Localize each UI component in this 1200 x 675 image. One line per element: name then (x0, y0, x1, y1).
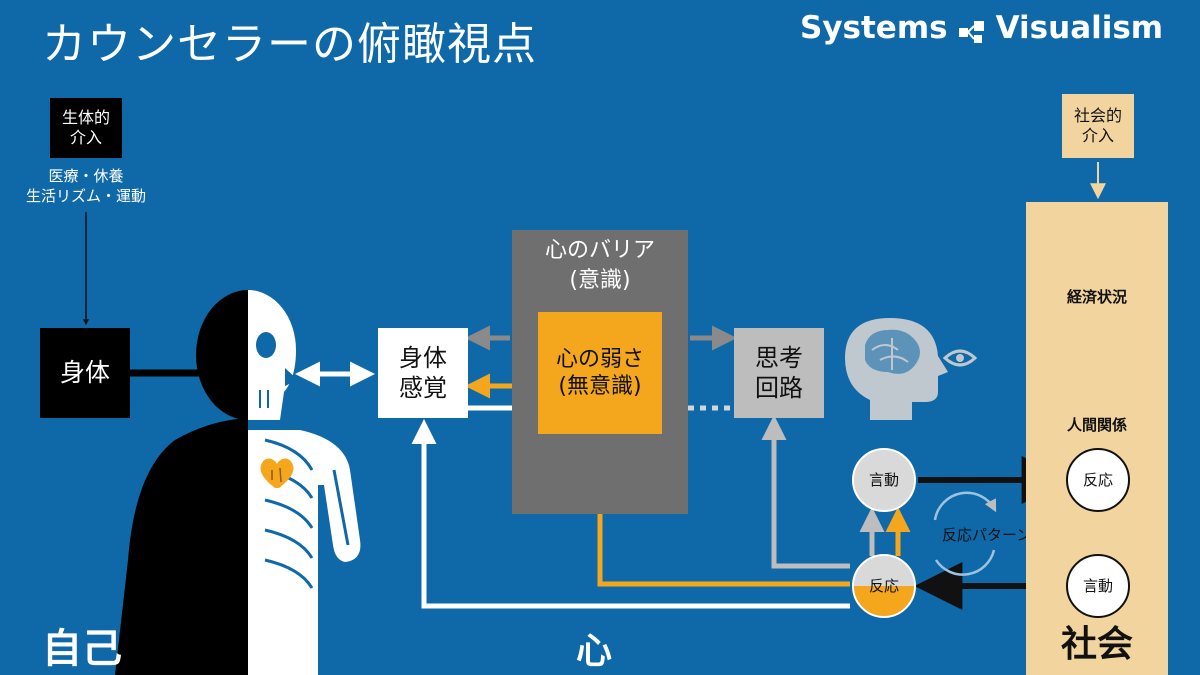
brand-logo: Systems Visualism (800, 10, 1163, 46)
reaction-pattern-label: 反応パターン (942, 526, 1032, 544)
mind-label: 心 (576, 631, 613, 672)
social-intervention-label: 社会的 介入 (1062, 94, 1134, 158)
social-label-line2: 介入 (1081, 126, 1114, 145)
bio-note-line2: 生活リズム・運動 (25, 187, 146, 206)
society-reaction-label: 反応 (1082, 470, 1113, 489)
bio-intervention-note: 医療・休養 生活リズム・運動 (6, 166, 166, 207)
barrier-line2: (意識) (569, 267, 631, 293)
mind-weakness-box: 心の弱さ (無意識) (538, 312, 662, 434)
bio-note-line1: 医療・休養 (48, 167, 124, 185)
self-reaction-label: 反応 (868, 576, 899, 595)
bio-label-line1: 生体的 (61, 108, 110, 127)
weakness-line1: 心の弱さ (555, 346, 644, 372)
heart-icon (260, 458, 294, 488)
eye-icon (942, 349, 978, 367)
thinking-line2: 回路 (755, 374, 803, 402)
bio-intervention-label: 生体的 介入 (50, 98, 122, 158)
society-speech-label: 言動 (1082, 576, 1113, 595)
mind-barrier-label: 心のバリア (意識) (512, 236, 688, 295)
social-label-line1: 社会的 (1073, 106, 1122, 125)
self-label: 自己 (42, 626, 122, 672)
self-speech-circle: 言動 (852, 448, 916, 512)
cycle-icon (933, 491, 997, 576)
bio-label-line2: 介入 (69, 128, 102, 147)
body-box-label: 身体 (59, 358, 110, 388)
brand-word-left: Systems (800, 10, 948, 46)
brand-word-right: Visualism (995, 10, 1164, 46)
society-speech-circle: 言動 (1066, 554, 1130, 618)
body-box: 身体 (40, 328, 130, 418)
body-senses-box: 身体 感覚 (378, 328, 468, 418)
society-reaction-circle: 反応 (1066, 448, 1130, 512)
senses-line2: 感覚 (399, 374, 447, 402)
weakness-line2: (無意識) (558, 374, 642, 399)
page-title: カウンセラーの俯瞰視点 (42, 19, 537, 70)
thinking-line1: 思考 (755, 344, 803, 372)
human-figure-icon (115, 290, 361, 675)
economy-label: 経済状況 (1066, 288, 1127, 306)
thinking-circuit-box: 思考 回路 (734, 328, 824, 418)
relations-label: 人間関係 (1066, 416, 1127, 434)
head-brain-icon (845, 318, 948, 420)
senses-line1: 身体 (399, 344, 447, 372)
self-reaction-circle: 反応 (852, 554, 916, 618)
barrier-line1: 心のバリア (544, 238, 655, 263)
society-label: 社会 (1060, 624, 1133, 665)
network-nodes-icon (958, 16, 986, 43)
self-speech-label: 言動 (868, 470, 899, 489)
